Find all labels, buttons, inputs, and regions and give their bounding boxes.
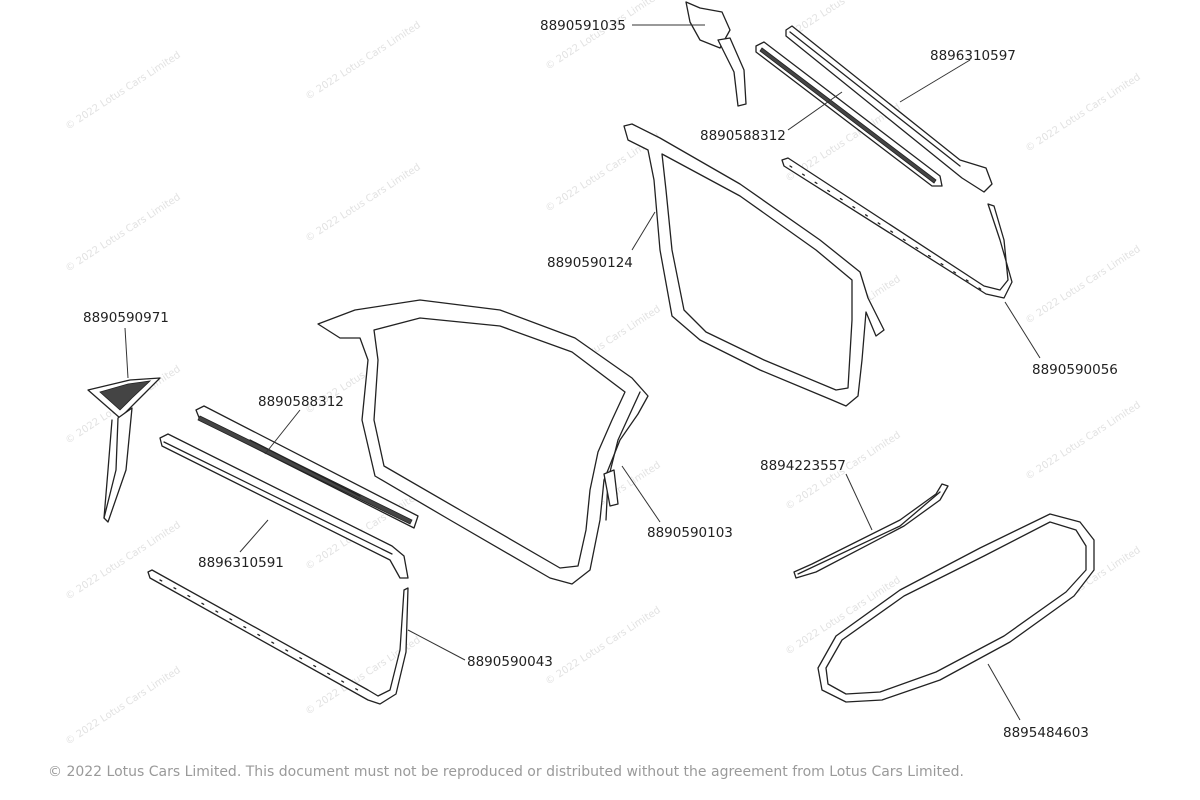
front-belt-strip-part — [147, 569, 409, 705]
part-label-rear-door-frame-seal: 8890590124 — [547, 255, 633, 271]
front-waist-seal-outer-part — [159, 433, 409, 579]
part-label-loop-seal: 8895484603 — [1003, 725, 1089, 741]
watermark-text: © 2022 Lotus Cars Limited — [64, 192, 183, 275]
watermark-text: © 2022 Lotus Cars Limited — [544, 605, 663, 688]
watermark-text: © 2022 Lotus Cars Limited — [1024, 400, 1143, 483]
part-label-rear-belt-strip: 8890590056 — [1032, 362, 1118, 378]
leader-lines — [124, 24, 1041, 721]
part-label-front-waist-seal-inner: 8890588312 — [258, 394, 344, 410]
watermark-text: © 2022 Lotus Cars Limited — [64, 50, 183, 133]
watermark-text: © 2022 Lotus Cars Limited — [1024, 244, 1143, 327]
upper-outer-waist-seal-part — [785, 25, 993, 193]
part-label-curved-strip: 8894223557 — [760, 458, 846, 474]
front-mirror-patch-part — [87, 377, 161, 523]
part-label-front-door-frame-seal: 8890590103 — [647, 525, 733, 541]
part-label-front-mirror-patch: 8890590971 — [83, 310, 169, 326]
watermark-text: © 2022 Lotus Cars Limited — [304, 20, 423, 103]
watermark-text: © 2022 Lotus Cars Limited — [64, 520, 183, 603]
part-label-rear-quarter-trim: 8890591035 — [540, 18, 626, 34]
front-door-frame-seal-part — [317, 299, 649, 585]
curved-strip-part — [793, 483, 949, 579]
loop-seal-part — [817, 513, 1095, 703]
part-label-upper-inner-waist-seal: 8890588312 — [700, 128, 786, 144]
rear-door-frame-seal-part — [623, 123, 885, 407]
watermark-text: © 2022 Lotus Cars Limited — [64, 665, 183, 748]
part-label-front-waist-seal-outer: 8896310591 — [198, 555, 284, 571]
copyright-notice: © 2022 Lotus Cars Limited. This document… — [48, 764, 964, 780]
watermark-text: © 2022 Lotus Cars Limited — [1024, 72, 1143, 155]
rear-belt-strip-part — [781, 157, 1013, 299]
rear-quarter-trim-part — [685, 1, 747, 107]
part-labels: 8890591035 8896310597 8890588312 8890590… — [83, 18, 1118, 741]
part-label-upper-outer-waist-seal: 8896310597 — [930, 48, 1016, 64]
watermark-text: © 2022 Lotus Cars Limited — [304, 162, 423, 245]
front-waist-seal-inner-part — [195, 405, 419, 529]
part-label-front-belt-strip: 8890590043 — [467, 654, 553, 670]
watermark-text: © 2022 Lotus Cars Limited — [544, 0, 663, 73]
upper-inner-waist-seal-part — [755, 41, 943, 187]
